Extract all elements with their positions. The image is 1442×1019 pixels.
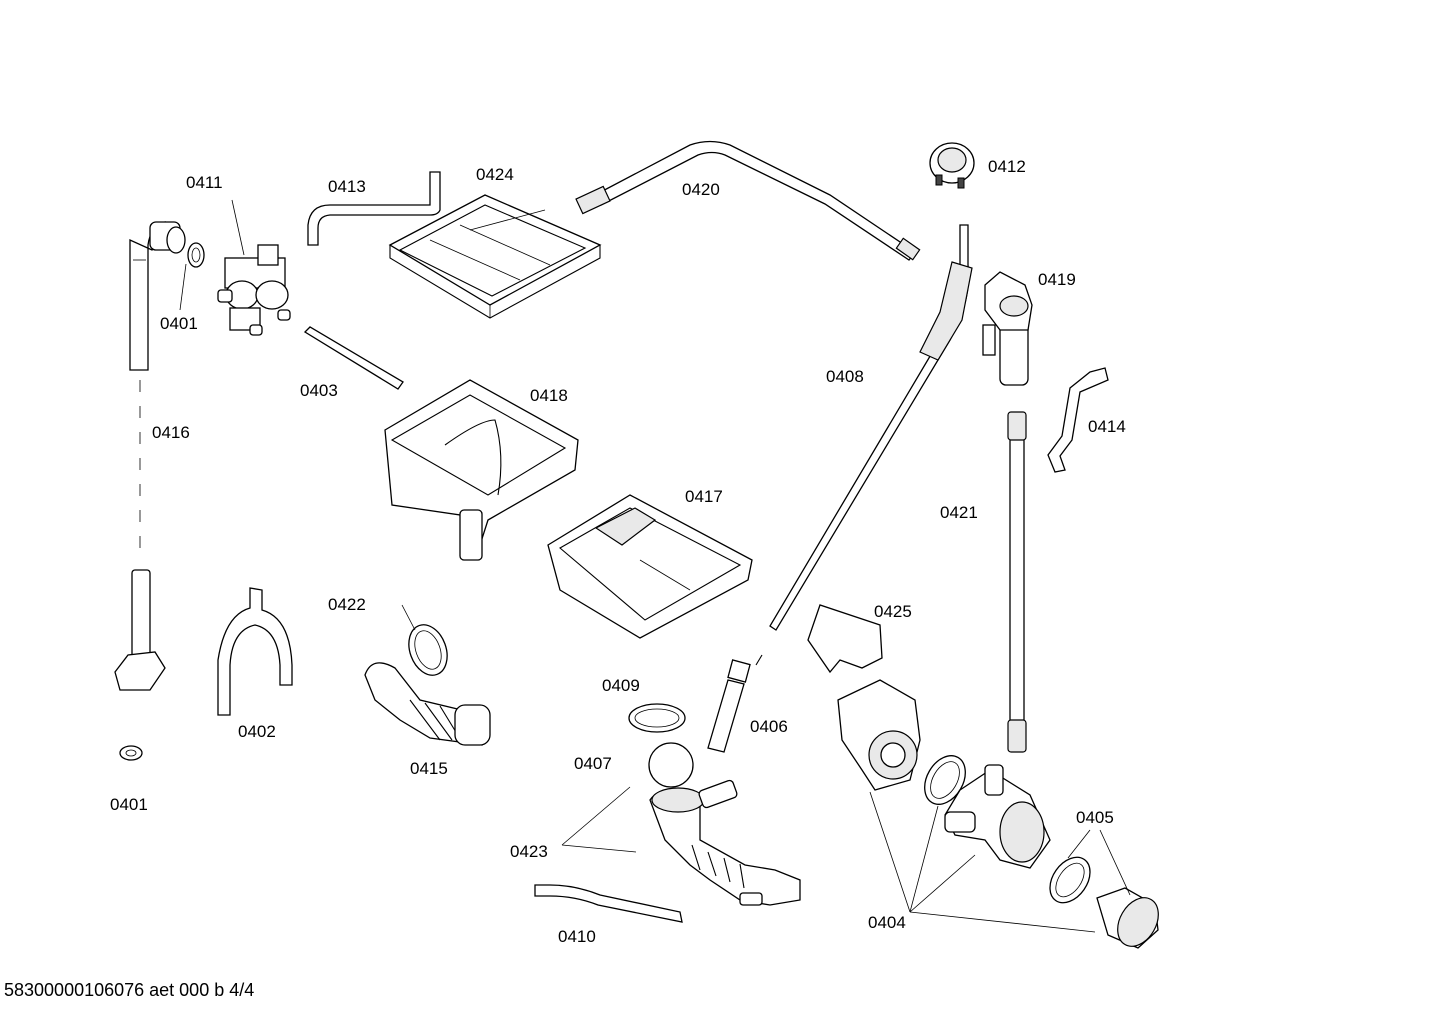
label-0415: 0415 [410, 759, 448, 778]
label-0420: 0420 [682, 180, 720, 199]
part-0404-pump-housing [944, 764, 1051, 869]
label-0402: 0402 [238, 722, 276, 741]
part-0420-hose [575, 140, 921, 261]
label-0421: 0421 [940, 503, 978, 522]
leader-0405-b [1099, 829, 1131, 896]
label-0409: 0409 [602, 676, 640, 695]
label-0410: 0410 [558, 927, 596, 946]
part-0421-hose [1007, 411, 1027, 753]
document-code: 58300000106076 aet 000 b 4/4 [4, 980, 255, 1000]
leader-0422 [401, 604, 416, 631]
label-0419: 0419 [1038, 270, 1076, 289]
part-0402-hose-bracket [217, 587, 293, 716]
label-0422: 0422 [328, 595, 366, 614]
leader-0411 [231, 199, 245, 256]
leader-0401a [179, 263, 187, 311]
part-0424-dispenser-tray [388, 194, 602, 319]
label-0411: 0411 [186, 173, 223, 192]
part-0401-washer [119, 745, 143, 761]
label-0424: 0424 [476, 165, 514, 184]
label-0413: 0413 [328, 177, 366, 196]
part-0407-ball [648, 742, 694, 788]
part-0405-filter [1096, 887, 1159, 949]
label-0418: 0418 [530, 386, 568, 405]
part-0408-hose [769, 224, 973, 631]
label-0408: 0408 [826, 367, 864, 386]
part-0412-pressure-switch [929, 142, 975, 189]
part-0419-air-chamber [982, 271, 1033, 386]
label-0425: 0425 [874, 602, 912, 621]
label-0404: 0404 [868, 913, 906, 932]
leader-0404-a [869, 791, 911, 913]
part-0418-dispenser-housing [384, 379, 579, 561]
part-0416-hose-end [114, 569, 166, 691]
part-0404-drain-pump [837, 679, 921, 791]
part-0409-seal [628, 703, 686, 733]
label-0416: 0416 [152, 423, 190, 442]
label-0414: 0414 [1088, 417, 1126, 436]
part-0417-detergent-drawer [547, 494, 753, 639]
part-0406-sensor [707, 654, 763, 753]
label-0406: 0406 [750, 717, 788, 736]
part-0410-hose [534, 884, 683, 923]
leader-0405-a [1067, 829, 1091, 859]
part-0423-sump-hose [649, 779, 801, 906]
label-0403: 0403 [300, 381, 338, 400]
leader-0404-c [909, 854, 976, 913]
part-0415-bellows-hose [364, 662, 491, 746]
label-0417: 0417 [685, 487, 723, 506]
leader-0423-a [561, 786, 631, 846]
part-0403-rod [303, 326, 404, 390]
leader-0423-b [561, 844, 637, 853]
part-0416-inlet-hose-elbow [129, 221, 205, 371]
part-0422-seal-ring [408, 624, 448, 676]
label-0412: 0412 [988, 157, 1026, 176]
label-0407: 0407 [574, 754, 612, 773]
part-0413-hose [307, 171, 441, 246]
part-0405-seal [1049, 856, 1091, 904]
part-0425-cover [807, 604, 883, 674]
part-0414-hose [1047, 367, 1109, 473]
label-0401-top: 0401 [160, 314, 198, 333]
leader-0404-d [909, 911, 1096, 933]
label-0423: 0423 [510, 842, 548, 861]
leader-0404-b [909, 805, 939, 913]
part-0411-inlet-valve [217, 244, 291, 336]
label-0405: 0405 [1076, 808, 1114, 827]
label-0401-bottom: 0401 [110, 795, 148, 814]
